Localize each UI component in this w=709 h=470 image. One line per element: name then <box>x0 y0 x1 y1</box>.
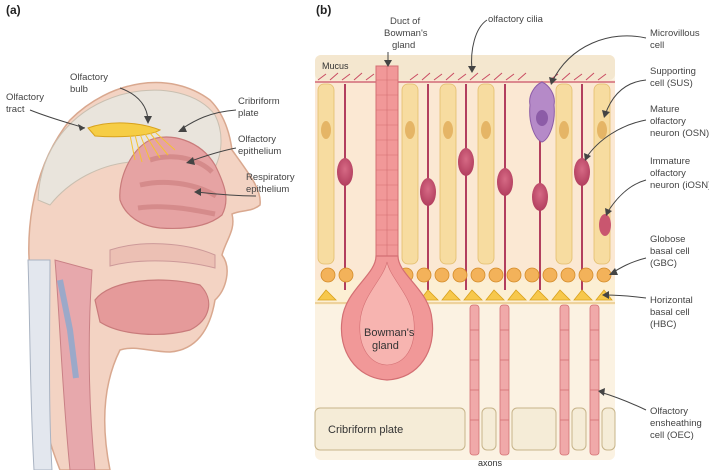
label-duct: Duct of Bowman's gland <box>384 16 430 51</box>
skull <box>37 89 222 206</box>
right-labels: Microvillous cell Supporting cell (SUS) … <box>549 28 709 441</box>
panel-b-label: (b) <box>316 3 331 17</box>
olfactory-nerve-fibers <box>129 131 176 163</box>
axon-bundles <box>469 304 600 456</box>
olfactory-bulb-shape <box>87 122 162 138</box>
panel-a-anatomy: (a) Olfactory tract Olfactory bulb Cribr… <box>6 3 297 470</box>
axons-text: axons <box>478 458 503 468</box>
label-olfactory-tract: Olfactory tract <box>6 92 47 115</box>
spine <box>27 259 53 470</box>
label-supporting-cell: Supporting cell (SUS) <box>650 66 699 89</box>
panel-a-label: (a) <box>6 3 21 17</box>
cribriform-plate-text: Cribriform plate <box>328 424 403 436</box>
mucus-text: Mucus <box>322 61 349 71</box>
label-olfactory-epithelium: Olfactory epithelium <box>238 134 281 157</box>
label-hbc: Horizontal basal cell (HBC) <box>650 295 695 330</box>
trachea <box>57 279 79 379</box>
label-cribriform-plate-a: Cribriform plate <box>238 96 282 119</box>
label-mature-osn: Mature olfactory neuron (OSN) <box>650 104 709 139</box>
palate <box>109 243 216 269</box>
label-immature-osn: Immature olfactory neuron (iOSN) <box>650 156 709 191</box>
label-oec: Olfactory ensheathing cell (OEC) <box>650 406 704 441</box>
mucus-layer <box>315 55 615 80</box>
label-olfactory-cilia: olfactory cilia <box>488 14 544 25</box>
microvillous-cell-shape <box>529 81 555 143</box>
label-microvillous: Microvillous cell <box>650 28 702 51</box>
horizontal-basal-cells <box>317 289 613 301</box>
panel-b-epithelium: (b) Mucus <box>314 3 709 468</box>
label-respiratory-epithelium: Respiratory epithelium <box>246 172 297 195</box>
label-gbc: Globose basal cell (GBC) <box>650 234 692 269</box>
bowmans-gland-text: Bowman's gland <box>364 327 417 352</box>
supporting-cell-nuclei <box>321 121 607 139</box>
cilia <box>317 72 607 81</box>
tongue <box>94 279 210 335</box>
bowmans-gland-shape: Bowman's gland <box>340 65 434 381</box>
cribriform-plate-b <box>314 407 616 451</box>
label-olfactory-bulb: Olfactory bulb <box>70 72 111 95</box>
